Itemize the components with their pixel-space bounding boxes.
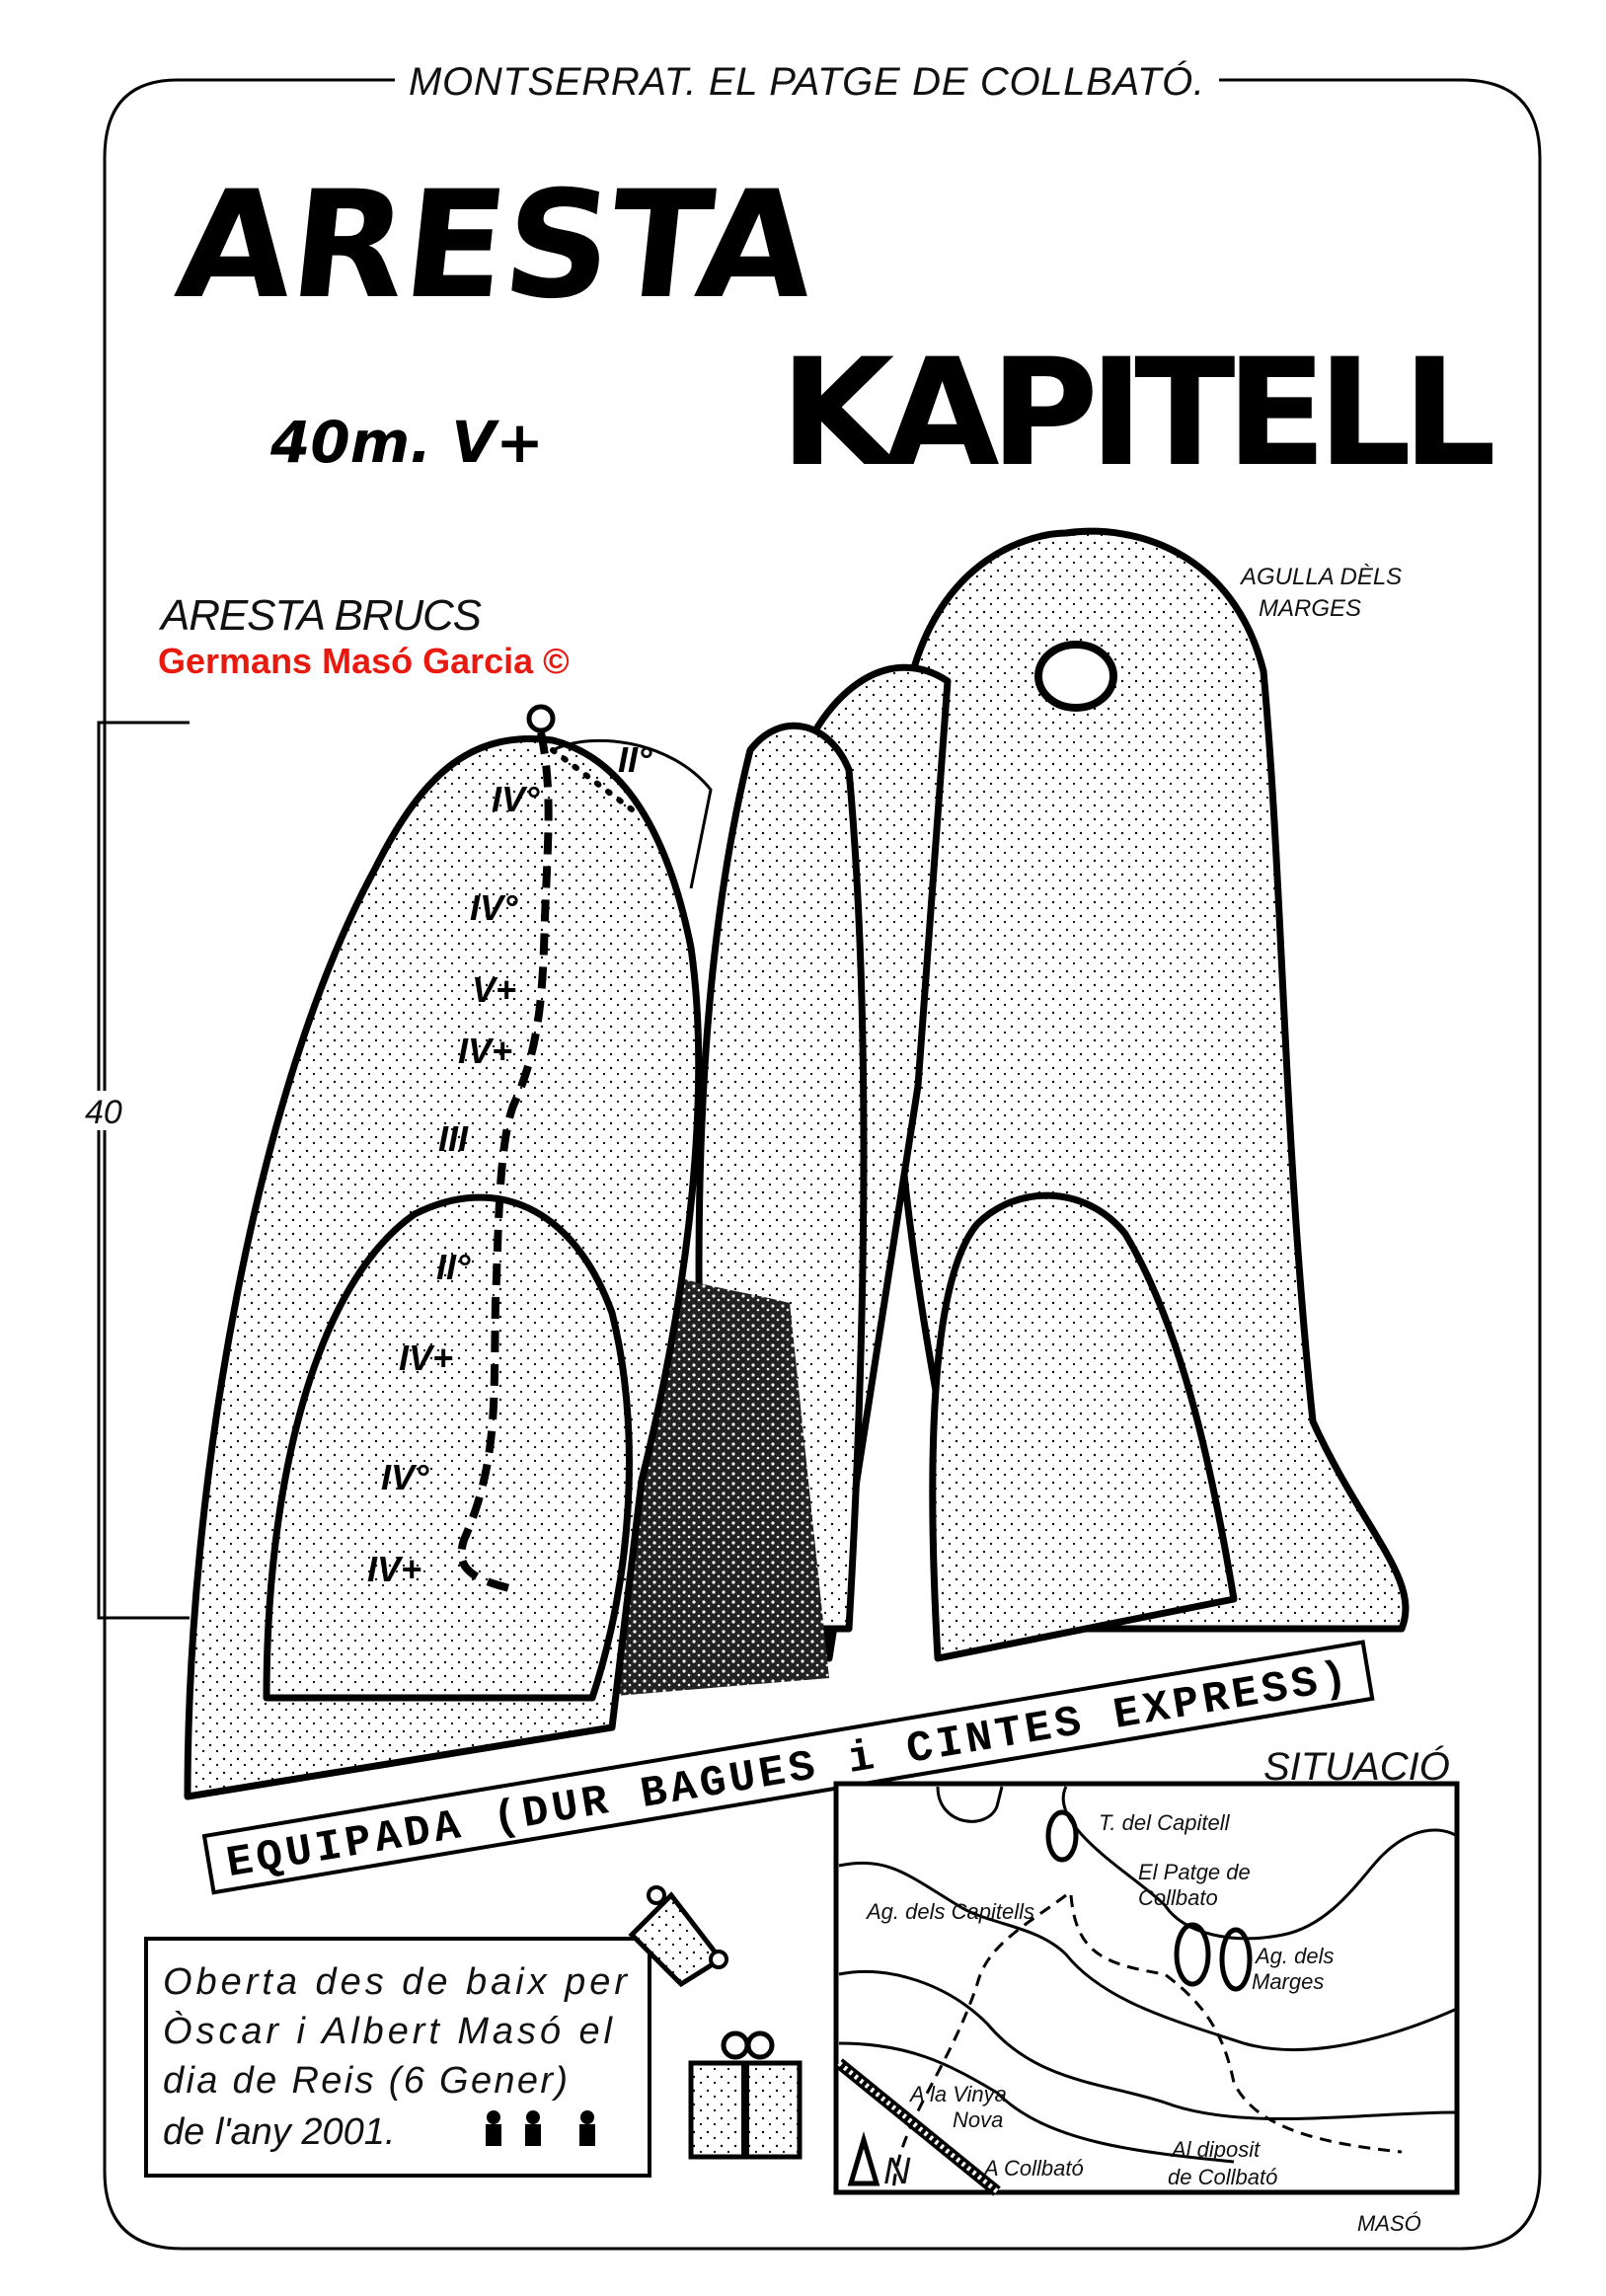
route-name: ARESTA BRUCS	[158, 591, 482, 640]
pitch-grades: II° IV° IV° V+ IV+ III II° IV+ IV° IV+	[367, 739, 652, 1589]
grade: V+	[472, 969, 516, 1010]
signature: MASÓ	[1357, 2211, 1421, 2236]
svg-text:Al diposit: Al diposit	[1170, 2137, 1261, 2162]
svg-text:de Collbató: de Collbató	[1168, 2165, 1277, 2189]
svg-text:A la Vinya: A la Vinya	[908, 2082, 1007, 2106]
svg-text:T. del Capitell: T. del Capitell	[1099, 1810, 1231, 1835]
peak-label-1: AGULLA DÈLS	[1239, 564, 1402, 590]
grade: IV+	[367, 1549, 421, 1589]
grade: IV°	[492, 779, 540, 819]
route-line	[457, 704, 635, 1593]
grade: III	[438, 1118, 469, 1159]
svg-text:El Patge de: El Patge de	[1138, 1860, 1251, 1884]
length-grade: 40m. V+	[269, 409, 544, 476]
svg-text:A Collbató: A Collbató	[982, 2156, 1084, 2181]
three-kings-icon	[486, 2110, 595, 2146]
svg-text:Collbato: Collbato	[1138, 1885, 1218, 1910]
svg-text:Nova: Nova	[953, 2107, 1003, 2132]
svg-text:Marges: Marges	[1252, 1969, 1324, 1994]
svg-text:Ag. dels: Ag. dels	[1254, 1944, 1335, 1968]
svg-text:Ag. dels Capitells: Ag. dels Capitells	[865, 1899, 1034, 1924]
first-ascent-box: Oberta des de baix per Òscar i Albert Ma…	[144, 1937, 651, 2178]
gift-icon	[688, 2030, 803, 2160]
grade: II°	[618, 739, 652, 780]
svg-text:Òscar i Albert Masó el: Òscar i Albert Masó el	[163, 2010, 614, 2052]
crown-icon	[628, 1885, 728, 1988]
grade: IV°	[381, 1457, 429, 1497]
grade: II°	[436, 1247, 471, 1287]
height-scale-bar: 40	[83, 721, 190, 1620]
svg-text:N: N	[883, 2151, 911, 2192]
rock-illustration	[184, 527, 1410, 1800]
outer-frame	[103, 78, 1542, 2251]
scale-label: 40	[85, 1094, 122, 1131]
svg-text:dia de Reis (6 Gener): dia de Reis (6 Gener)	[163, 2060, 568, 2102]
peak-label-2: MARGES	[1259, 595, 1361, 622]
header-title: MONTSERRAT. EL PATGE DE COLLBATÓ.	[409, 59, 1204, 104]
grade: IV+	[458, 1031, 512, 1071]
svg-text:Oberta des de baix per: Oberta des de baix per	[163, 1961, 628, 2003]
title-aresta: ARESTA	[170, 159, 822, 332]
copyright: Germans Masó Garcia ©	[158, 641, 570, 681]
title-kapitell: KAPITELL	[780, 328, 1496, 499]
grade: IV°	[470, 887, 518, 928]
grade: IV+	[399, 1338, 453, 1378]
location-map: N T. del Capitell El Patge de Collbato A…	[833, 1781, 1460, 2196]
svg-text:de l'any 2001.: de l'any 2001.	[163, 2111, 395, 2153]
